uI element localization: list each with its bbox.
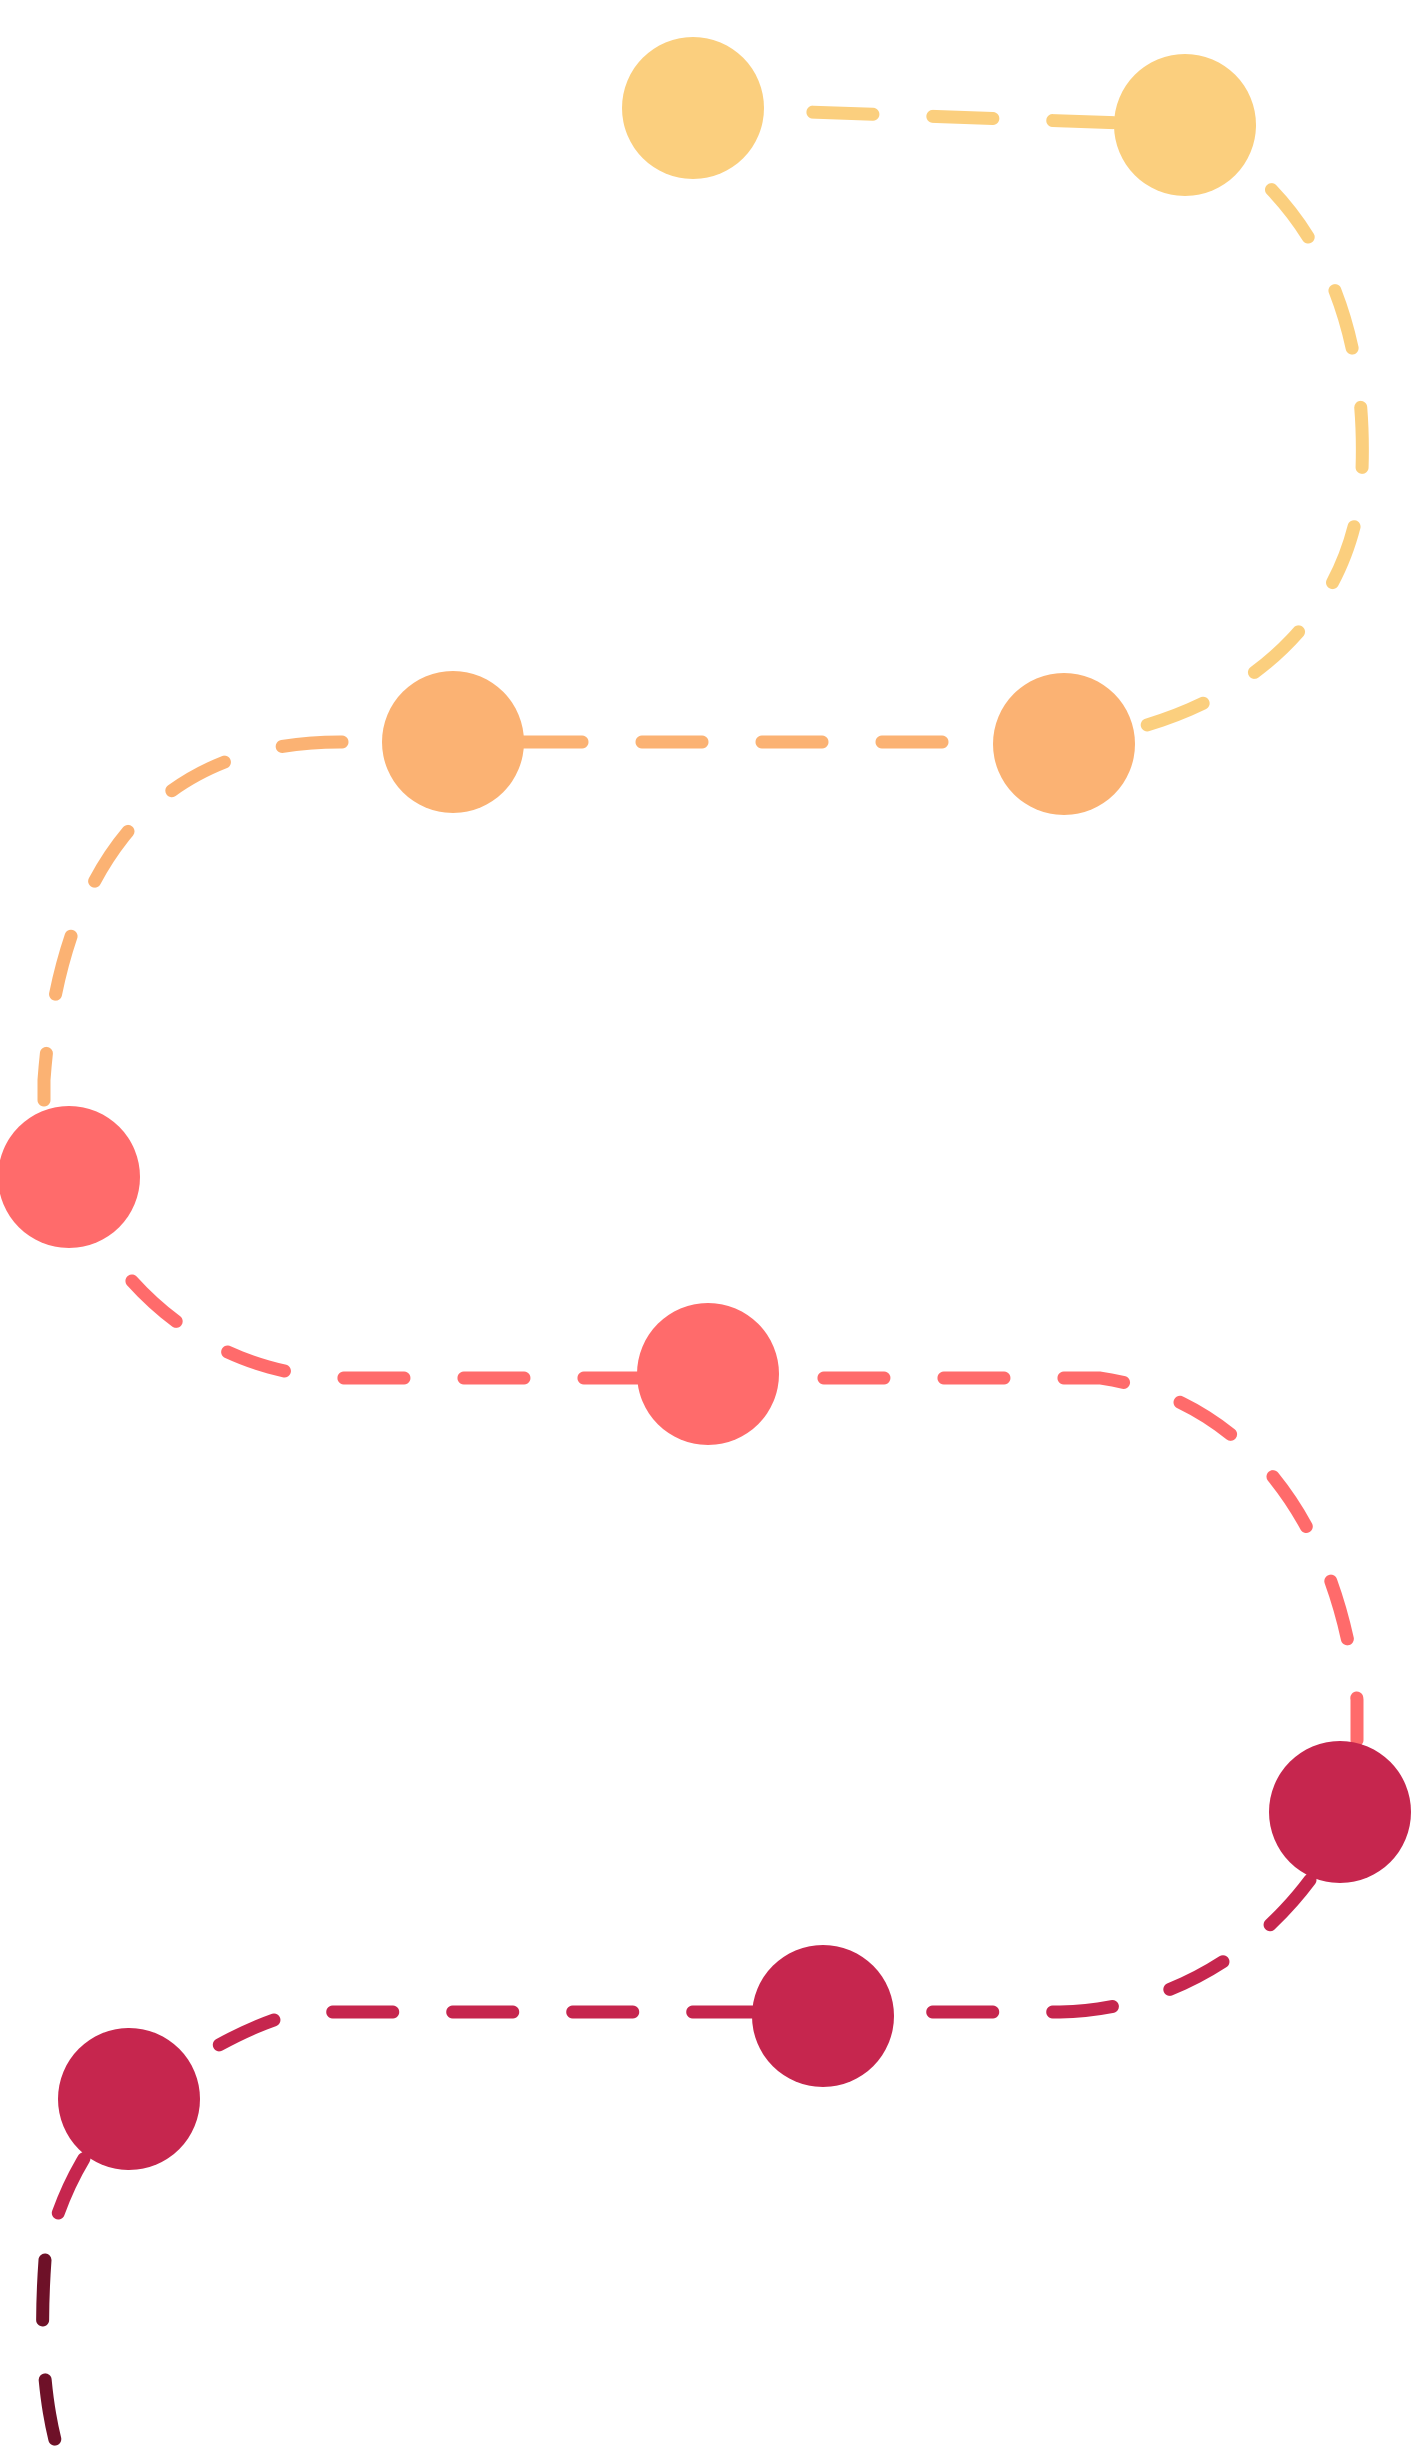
segment-bottom [36,2253,67,2458]
milestone-1 [622,37,764,179]
milestone-2 [1114,54,1256,196]
milestone-6 [637,1303,779,1445]
milestone-9 [58,2028,200,2170]
milestone-3 [382,671,524,813]
path-segments [36,101,1369,2458]
milestone-4 [993,673,1135,815]
milestone-dots [0,37,1411,2170]
milestone-7 [1269,1741,1411,1883]
segment-upper-middle [37,735,1069,1107]
segment-top [686,101,1369,749]
segment-middle [61,1173,1364,1747]
milestone-5 [0,1106,140,1248]
milestone-8 [752,1945,894,2087]
segment-lower-middle [38,1873,1317,2267]
